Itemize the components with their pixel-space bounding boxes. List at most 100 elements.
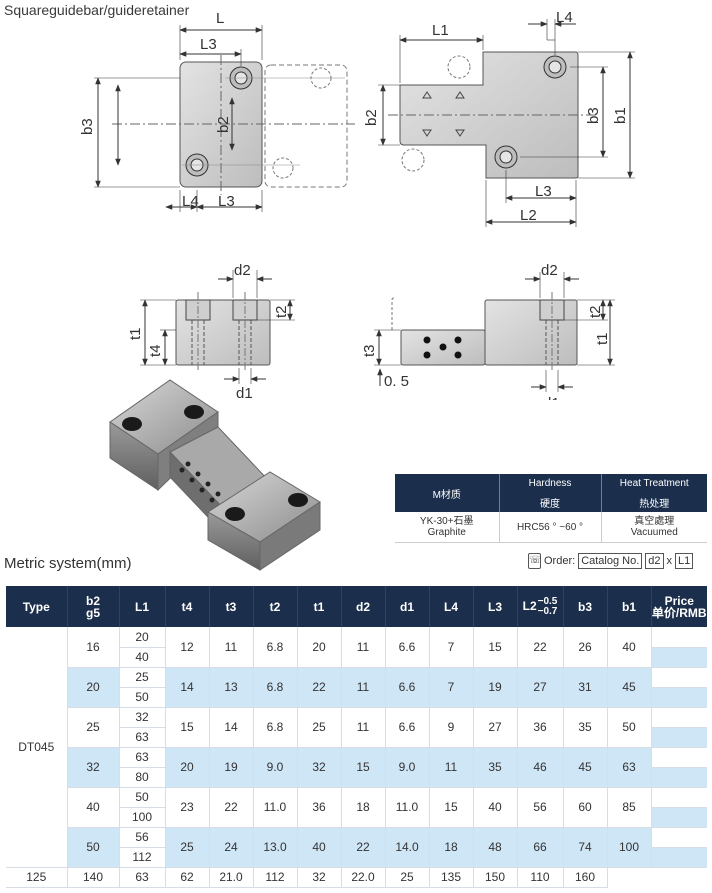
last-row-cell: 25 — [385, 867, 430, 888]
dim-L3-bottom: L3 — [218, 193, 235, 210]
dim-L4-bottom: L4 — [182, 193, 199, 210]
price-cell — [651, 627, 707, 648]
b1-cell: 63 — [607, 747, 652, 788]
metric-system-label: Metric system(mm) — [4, 555, 132, 572]
hardness-value: HRC56 ° ~60 ° — [499, 512, 602, 543]
L3-cell: 15 — [473, 627, 518, 668]
d1-cell: 9.0 — [385, 747, 430, 788]
heat-header-en: Heat Treatment — [601, 474, 707, 493]
dim-t1-right: t1 — [594, 332, 611, 345]
dim-L3-top: L3 — [200, 36, 217, 53]
order-x: x — [666, 555, 673, 567]
price-cell — [651, 827, 707, 848]
L3-cell: 27 — [473, 707, 518, 748]
header-L4: L4 — [429, 586, 474, 627]
dim-L2: L2 — [520, 207, 537, 224]
table-row: 100 — [6, 807, 707, 828]
t3-cell: 11 — [209, 627, 254, 668]
L1-cell: 25 — [119, 667, 166, 688]
heat-header-cn: 热处理 — [601, 493, 707, 512]
L1-cell: 50 — [119, 787, 166, 808]
t3-cell: 24 — [209, 827, 254, 868]
last-row-cell: 150 — [473, 867, 518, 888]
last-row-cell: 112 — [253, 867, 298, 888]
b3-cell: 60 — [563, 787, 608, 828]
last-row-cell: 125 — [6, 867, 68, 888]
dim-b2-left: b2 — [215, 116, 232, 133]
b1-cell: 85 — [607, 787, 652, 828]
price-cell — [651, 767, 707, 788]
t2-cell: 11.0 — [253, 787, 298, 828]
header-L3: L3 — [473, 586, 518, 627]
L3-cell: 48 — [473, 827, 518, 868]
b2-cell: 40 — [67, 787, 120, 828]
page-title: Squareguidebar/guideretainer — [4, 2, 190, 18]
d2-cell: 11 — [341, 667, 386, 708]
d1-cell: 6.6 — [385, 667, 430, 708]
t2-cell: 6.8 — [253, 627, 298, 668]
dim-L3-right: L3 — [535, 183, 552, 200]
L4-cell: 18 — [429, 827, 474, 868]
last-row-cell: 62 — [165, 867, 210, 888]
table-row: 63 — [6, 727, 707, 748]
b1-cell: 50 — [607, 707, 652, 748]
side-section-left: d2 d1 t1 t4 t2 — [127, 262, 295, 400]
t3-cell: 14 — [209, 707, 254, 748]
dim-L1: L1 — [432, 22, 449, 39]
d1-cell: 11.0 — [385, 787, 430, 828]
b3-cell: 31 — [563, 667, 608, 708]
last-row-cell: 110 — [517, 867, 564, 888]
header-L2: L2−0.5−0.7 — [517, 586, 564, 627]
order-d2: d2 — [645, 553, 664, 569]
price-cell — [651, 807, 707, 828]
dim-b1: b1 — [612, 107, 629, 124]
L1-cell: 112 — [119, 847, 166, 868]
hardness-header-cn: 硬度 — [499, 493, 602, 512]
b3-cell: 74 — [563, 827, 608, 868]
last-row-cell: 135 — [429, 867, 474, 888]
t4-cell: 15 — [165, 707, 210, 748]
table-row: 50 — [6, 687, 707, 708]
d2-cell: 15 — [341, 747, 386, 788]
material-value: YK-30+石墨 Graphite — [395, 512, 500, 543]
table-row: 80 — [6, 767, 707, 788]
t4-cell: 12 — [165, 627, 210, 668]
t3-cell: 19 — [209, 747, 254, 788]
b1-cell: 40 — [607, 627, 652, 668]
L3-cell: 35 — [473, 747, 518, 788]
material-table: M材质 Hardness Heat Treatment 硬度 热处理 YK-30… — [395, 474, 707, 543]
price-cell — [651, 687, 707, 708]
L4-cell: 7 — [429, 627, 474, 668]
t1-cell: 25 — [297, 707, 342, 748]
L4-cell: 15 — [429, 787, 474, 828]
t1-cell: 22 — [297, 667, 342, 708]
header-t1: t1 — [297, 586, 342, 627]
d2-cell: 11 — [341, 627, 386, 668]
L1-cell: 40 — [119, 647, 166, 668]
b2-cell: 50 — [67, 827, 120, 868]
L2-cell: 36 — [517, 707, 564, 748]
t4-cell: 14 — [165, 667, 210, 708]
side-section-right: 0. 5 d2 d1 t2 t1 t3 — [361, 262, 615, 400]
last-row-cell: 63 — [119, 867, 166, 888]
table-row: 112 — [6, 847, 707, 868]
technical-drawings: L L3 L4 L3 b3 b2 — [79, 9, 635, 400]
b2-cell: 25 — [67, 707, 120, 748]
L2-cell: 27 — [517, 667, 564, 708]
dim-b2-right: b2 — [363, 109, 380, 126]
heat-value: 真空處理 Vacuumed — [601, 512, 707, 543]
type-cell: DT045 — [6, 627, 68, 868]
order-catalog-no: Catalog No. — [578, 553, 643, 569]
price-cell — [651, 787, 707, 808]
L1-cell: 63 — [119, 727, 166, 748]
L1-cell: 20 — [119, 627, 166, 648]
b1-cell: 45 — [607, 667, 652, 708]
